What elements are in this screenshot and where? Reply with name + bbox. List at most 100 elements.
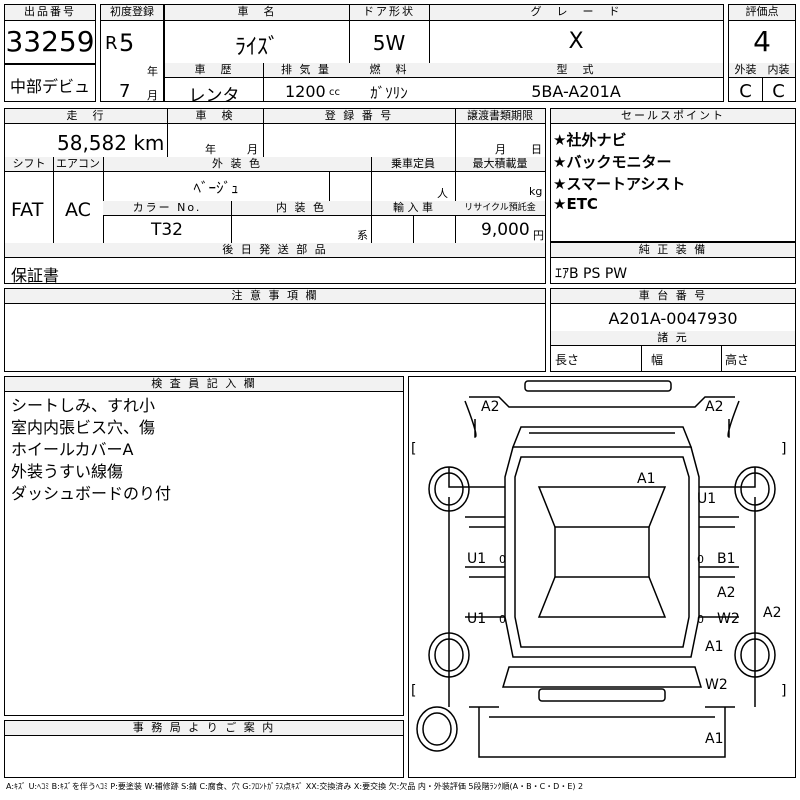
bracket-mark: [ (411, 683, 417, 699)
score-cell: 評価点 4 外装 内装 C C (728, 4, 796, 102)
inspector-panel: 検 査 員 記 入 欄 シートしみ、すれ小 室内内張ビス穴、傷 ホイールカバーA… (4, 376, 404, 716)
details-grid: 走 行 車 検 登 録 番 号 譲渡書類期限 58,582 km 年 月 月 日… (4, 108, 546, 285)
damage-mark: 0 (499, 613, 506, 626)
inspection-label: 車 検 (167, 109, 263, 124)
damage-mark: 0 (697, 613, 704, 626)
transfer-month-unit: 月 (495, 143, 506, 156)
venue: 中部デビュ (9, 77, 90, 96)
inspector-note: ダッシュボードのり付 (11, 484, 172, 503)
damage-mark: 0 (499, 553, 506, 566)
car-name-label: 車 名 (165, 5, 349, 21)
height-label: 高さ (725, 353, 750, 367)
damage-mark: A1 (705, 731, 724, 747)
damage-mark: A2 (717, 585, 736, 601)
inspector-note: ホイールカバーA (11, 440, 134, 459)
bracket-mark: ] (781, 683, 787, 699)
car-info-grid: 車 名 ドア形状 グ レ ー ド ﾗｲｽﾞ 5W X 車 歴 排 気 量 燃 料… (164, 4, 724, 106)
damage-mark: A2 (481, 399, 500, 415)
length-label: 長さ (555, 353, 580, 367)
interior-grade: C (772, 81, 785, 102)
exterior-label: 外装 (729, 63, 762, 78)
month-unit: 月 (147, 89, 158, 102)
equipment-label: 純 正 装 備 (551, 243, 795, 258)
chassis-panel: 車 台 番 号 A201A-0047930 諸 元 長さ 幅 高さ (550, 288, 796, 372)
chassis-number: A201A-0047930 (608, 309, 738, 328)
shift: FAT (11, 199, 44, 221)
later-parts-label: 後 日 発 送 部 品 (5, 243, 545, 258)
grade: X (568, 29, 584, 54)
inspection-month-unit: 月 (247, 143, 258, 156)
history-label: 車 歴 (165, 63, 263, 78)
inspection-year-unit: 年 (205, 143, 216, 156)
notes-label: 注 意 事 項 欄 (5, 289, 545, 304)
legend: A:ｷｽﾞ U:ﾍｺﾐ B:ｷｽﾞを伴うﾍｺﾐ P:要塗装 W:補修跡 S:錆 … (6, 782, 584, 791)
damage-mark: B1 (717, 551, 736, 567)
sales-point-item: ★ETC (553, 195, 598, 213)
capacity-unit: 人 (437, 187, 448, 200)
sales-point-item: ★社外ナビ (553, 131, 627, 149)
office-panel: 事 務 局 よ り ご 案 内 (4, 720, 404, 778)
damage-mark: 0 (697, 553, 704, 566)
notes-panel: 注 意 事 項 欄 (4, 288, 546, 372)
score-label: 評価点 (729, 5, 795, 21)
ext-color: ﾍﾞｰｼﾞｭ (193, 179, 239, 197)
inspector-note: 室内内張ビス穴、傷 (11, 418, 156, 437)
office-label: 事 務 局 よ り ご 案 内 (5, 721, 403, 736)
score: 4 (753, 25, 771, 58)
int-color-unit: 系 (357, 229, 368, 242)
interior-label: 内装 (762, 63, 795, 78)
sales-point-item: ★バックモニター (553, 153, 672, 171)
month-num: 7 (119, 81, 131, 102)
shift-label: シフト (5, 157, 53, 172)
transfer-day-unit: 日 (531, 143, 542, 156)
bracket-mark: ] (781, 441, 787, 457)
damage-mark: W2 (717, 611, 740, 627)
later-parts: 保証書 (11, 266, 60, 285)
inspector-label: 検 査 員 記 入 欄 (5, 377, 403, 392)
reg-no-label: 登 録 番 号 (263, 109, 455, 124)
load-label: 最大積載量 (455, 157, 545, 172)
year-num: 5 (119, 29, 135, 57)
era: R (105, 33, 118, 54)
inspector-note: シートしみ、すれ小 (11, 396, 156, 415)
vehicle-diagram: A2 A2 [ ] A1 U1 U1 0 0 B1 A2 U1 0 0 W2 A… (408, 376, 796, 778)
car-name: ﾗｲｽﾞ (234, 35, 279, 60)
transfer-label: 譲渡書類期限 (455, 109, 545, 124)
exterior-grade: C (739, 81, 752, 102)
model-label: 型 式 (429, 63, 723, 78)
damage-mark: U1 (697, 491, 717, 507)
ac: AC (65, 199, 91, 221)
first-reg-label: 初度登録 (101, 5, 163, 21)
color-no-label: カラー No. (103, 201, 231, 216)
load-unit: kg (529, 185, 543, 198)
door-label: ドア形状 (349, 5, 429, 21)
fuel: ｶﾞｿﾘﾝ (370, 84, 408, 102)
displacement-unit: cc (329, 87, 340, 98)
sales-point-item: ★スマートアシスト (553, 175, 686, 193)
import-label: 輸 入 車 (371, 201, 455, 216)
int-color-label: 内 装 色 (231, 201, 371, 216)
ac-label: エアコン (53, 157, 103, 172)
first-registration-cell: 初度登録 R 5 年 7 月 (100, 4, 164, 102)
capacity-label: 乗車定員 (371, 157, 455, 172)
lot-label: 出品番号 (5, 5, 95, 21)
bracket-mark: [ (411, 441, 417, 457)
specs-label: 諸 元 (551, 331, 795, 346)
door-type: 5W (372, 31, 406, 55)
mileage: 58,582 km (57, 131, 165, 155)
equipment-value: ｴｱB PS PW (555, 266, 628, 282)
mileage-label: 走 行 (5, 109, 167, 124)
sales-points-label: セールスポイント (551, 109, 795, 124)
lot-number: 33259 (5, 25, 95, 58)
grade-label: グ レ ー ド (429, 5, 723, 21)
chassis-label: 車 台 番 号 (551, 289, 795, 304)
car-outline-diagram (416, 380, 776, 758)
recycle-amount: 9,000 (481, 220, 530, 240)
sales-points-panel: セールスポイント ★社外ナビ ★バックモニター ★スマートアシスト ★ETC (550, 108, 796, 242)
damage-mark: A2 (763, 605, 782, 621)
displacement-label: 排 気 量 (263, 63, 349, 78)
damage-mark: U1 (467, 551, 487, 567)
fuel-label: 燃 料 (349, 63, 429, 78)
recycle-label: リサイクル預託金 (455, 201, 545, 216)
damage-mark: A2 (705, 399, 724, 415)
